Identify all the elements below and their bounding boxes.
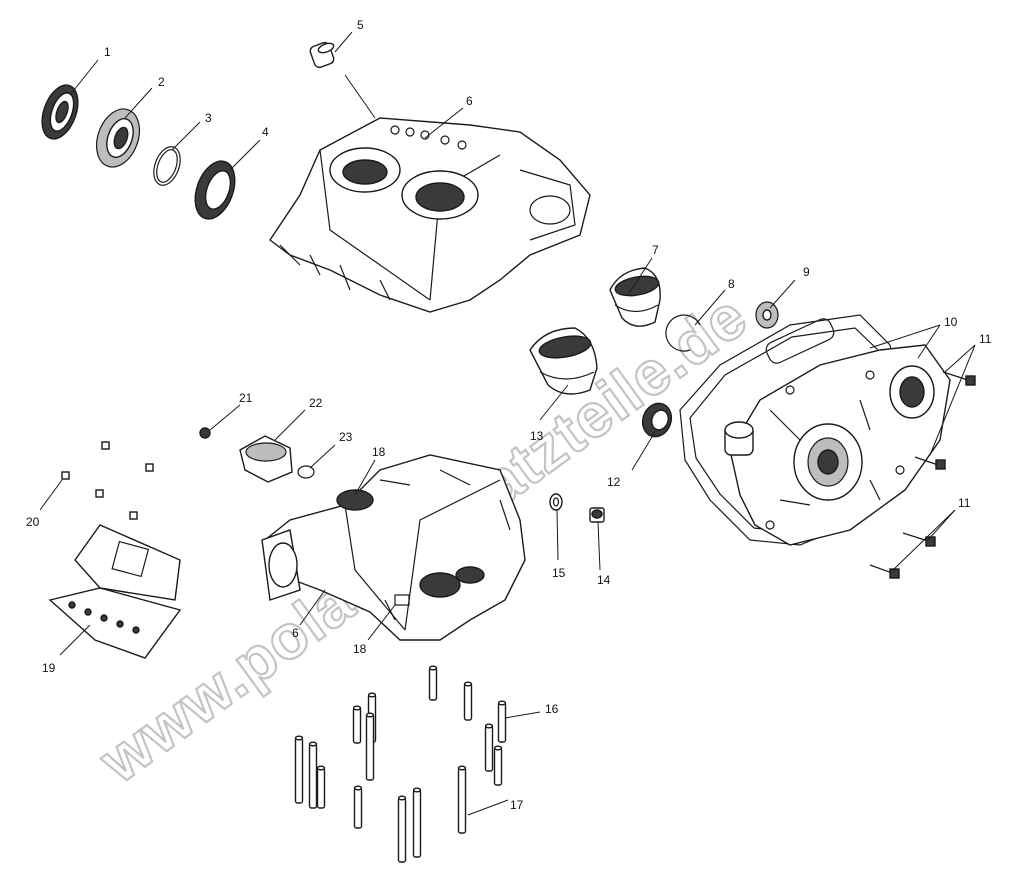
- stud-bolt-end: [484, 723, 494, 729]
- callout-3: 3: [205, 111, 212, 125]
- part-23-o-ring: [297, 465, 315, 479]
- part-19-shield: [48, 524, 182, 659]
- callout-21: 21: [239, 391, 253, 405]
- callout-11-bottom: 11: [958, 496, 971, 510]
- part-1-seal: [41, 84, 79, 140]
- part-22-cap: [239, 435, 293, 483]
- leader-lines: [39, 31, 976, 816]
- callout-6: 6: [466, 94, 473, 108]
- stud-bolt: [497, 702, 507, 743]
- part-3-o-ring: [153, 146, 181, 186]
- part-20-screws: [61, 441, 154, 520]
- callout-10: 10: [944, 315, 958, 329]
- part-2-bearing: [95, 108, 141, 168]
- part-14-plug: [589, 507, 605, 523]
- stud-bolt: [493, 747, 503, 786]
- stud-bolt-end: [308, 741, 318, 747]
- callout-1: 1: [104, 45, 111, 59]
- stud-bolt: [294, 737, 304, 804]
- stud-bolt-end: [294, 735, 304, 741]
- part-6-upper-crankcase: [269, 117, 591, 313]
- stud-bolt-end: [397, 795, 407, 801]
- stud-bolt-end: [353, 785, 363, 791]
- part-4-bearing: [194, 160, 236, 220]
- stud-bolt-end: [457, 765, 467, 771]
- callout-22: 22: [309, 396, 323, 410]
- part-7-bearing-shell: [609, 267, 661, 327]
- callout-labels: 1 2 3 4 5 6 7 8 9 10 11 11 12 13 14 15 1…: [26, 18, 992, 812]
- callout-11-top: 11: [979, 332, 992, 346]
- callout-8: 8: [728, 277, 735, 291]
- callout-2: 2: [158, 75, 165, 89]
- stud-bolt-end: [497, 700, 507, 706]
- callout-4: 4: [262, 125, 269, 139]
- part-9-washer: [755, 301, 779, 329]
- part-10-side-cover: [724, 344, 951, 546]
- stud-bolt-end: [365, 712, 375, 718]
- stud-bolt-end: [428, 665, 438, 671]
- stud-bolt-end: [316, 765, 326, 771]
- part-15-washer: [549, 493, 563, 511]
- stud-bolt-end: [352, 705, 362, 711]
- stud-bolt: [412, 789, 422, 858]
- callout-5: 5: [357, 18, 364, 32]
- part-12-seal: [641, 402, 673, 438]
- callout-7: 7: [652, 243, 659, 257]
- part-13-bearing-shell: [529, 327, 598, 395]
- callout-18-top: 18: [372, 445, 386, 459]
- stud-bolt: [365, 714, 375, 781]
- stud-bolt-end: [493, 745, 503, 751]
- stud-bolt-end: [463, 681, 473, 687]
- callout-20: 20: [26, 515, 40, 529]
- stud-bolt: [316, 767, 326, 809]
- callout-18-bottom: 18: [353, 642, 367, 656]
- callout-14: 14: [597, 573, 611, 587]
- callout-12: 12: [607, 475, 621, 489]
- part-11-bolts: [869, 371, 976, 579]
- stud-bolt-end: [367, 692, 377, 698]
- stud-bolt: [484, 725, 494, 772]
- stud-bolt: [457, 767, 467, 834]
- callout-15: 15: [552, 566, 566, 580]
- callout-17: 17: [510, 798, 524, 812]
- part-21-screw: [199, 427, 211, 439]
- stud-bolt-end: [412, 787, 422, 793]
- part-6-lower-crankcase: [261, 454, 526, 641]
- part-8-snap-ring: [665, 314, 701, 352]
- callout-23: 23: [339, 430, 353, 444]
- stud-bolt: [308, 743, 318, 809]
- stud-bolt: [353, 787, 363, 829]
- stud-bolt: [463, 683, 473, 721]
- stud-bolt: [352, 707, 362, 744]
- callout-6-lower: 6: [292, 626, 299, 640]
- stud-bolt: [428, 667, 438, 701]
- stud-bolt: [397, 797, 407, 863]
- callout-16: 16: [545, 702, 559, 716]
- part-5-dowel: [309, 41, 335, 69]
- callout-19: 19: [42, 661, 56, 675]
- callout-9: 9: [803, 265, 810, 279]
- callout-13: 13: [530, 429, 544, 443]
- part-16-17-studs: [294, 665, 507, 863]
